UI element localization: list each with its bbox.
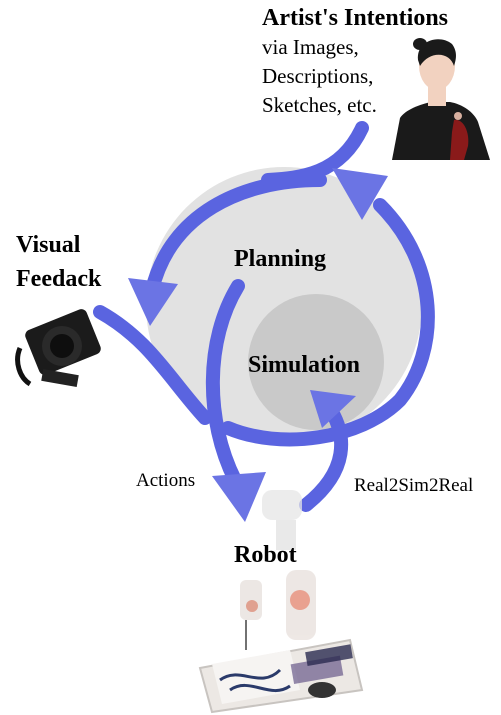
real2sim-arrow bbox=[299, 405, 349, 512]
robot-painting-photo bbox=[198, 638, 364, 714]
artist-intentions-line-3: Sketches, etc. bbox=[262, 93, 377, 117]
actions-arrow-head bbox=[212, 472, 266, 522]
artist-arrow bbox=[261, 121, 369, 187]
artist-intentions-line-2: Descriptions, bbox=[262, 64, 374, 88]
real2sim-arrow-head bbox=[310, 390, 356, 428]
visual-feedback-arrow bbox=[93, 305, 212, 425]
visual-feedback-label-line-2: Feedack bbox=[16, 266, 102, 292]
camera-icon bbox=[15, 309, 101, 388]
artist-intentions-title: Artist's Intentions bbox=[262, 5, 449, 31]
loop-arrow-left-head bbox=[128, 278, 178, 326]
actions-arrow bbox=[205, 279, 245, 487]
real2sim2real-label: Real2Sim2Real bbox=[354, 475, 474, 496]
loop-arrow-right-head bbox=[332, 168, 388, 220]
artist-intentions-line-1: via Images, bbox=[262, 35, 359, 59]
simulation-label: Simulation bbox=[248, 352, 361, 378]
robot-label: Robot bbox=[234, 542, 297, 568]
actions-label: Actions bbox=[136, 470, 196, 491]
loop-arrow-right bbox=[221, 198, 435, 447]
robot-arm bbox=[240, 490, 316, 650]
artist-illustration bbox=[392, 38, 490, 160]
planning-label: Planning bbox=[234, 246, 327, 272]
visual-feedback-label-line-1: Visual bbox=[16, 232, 81, 258]
